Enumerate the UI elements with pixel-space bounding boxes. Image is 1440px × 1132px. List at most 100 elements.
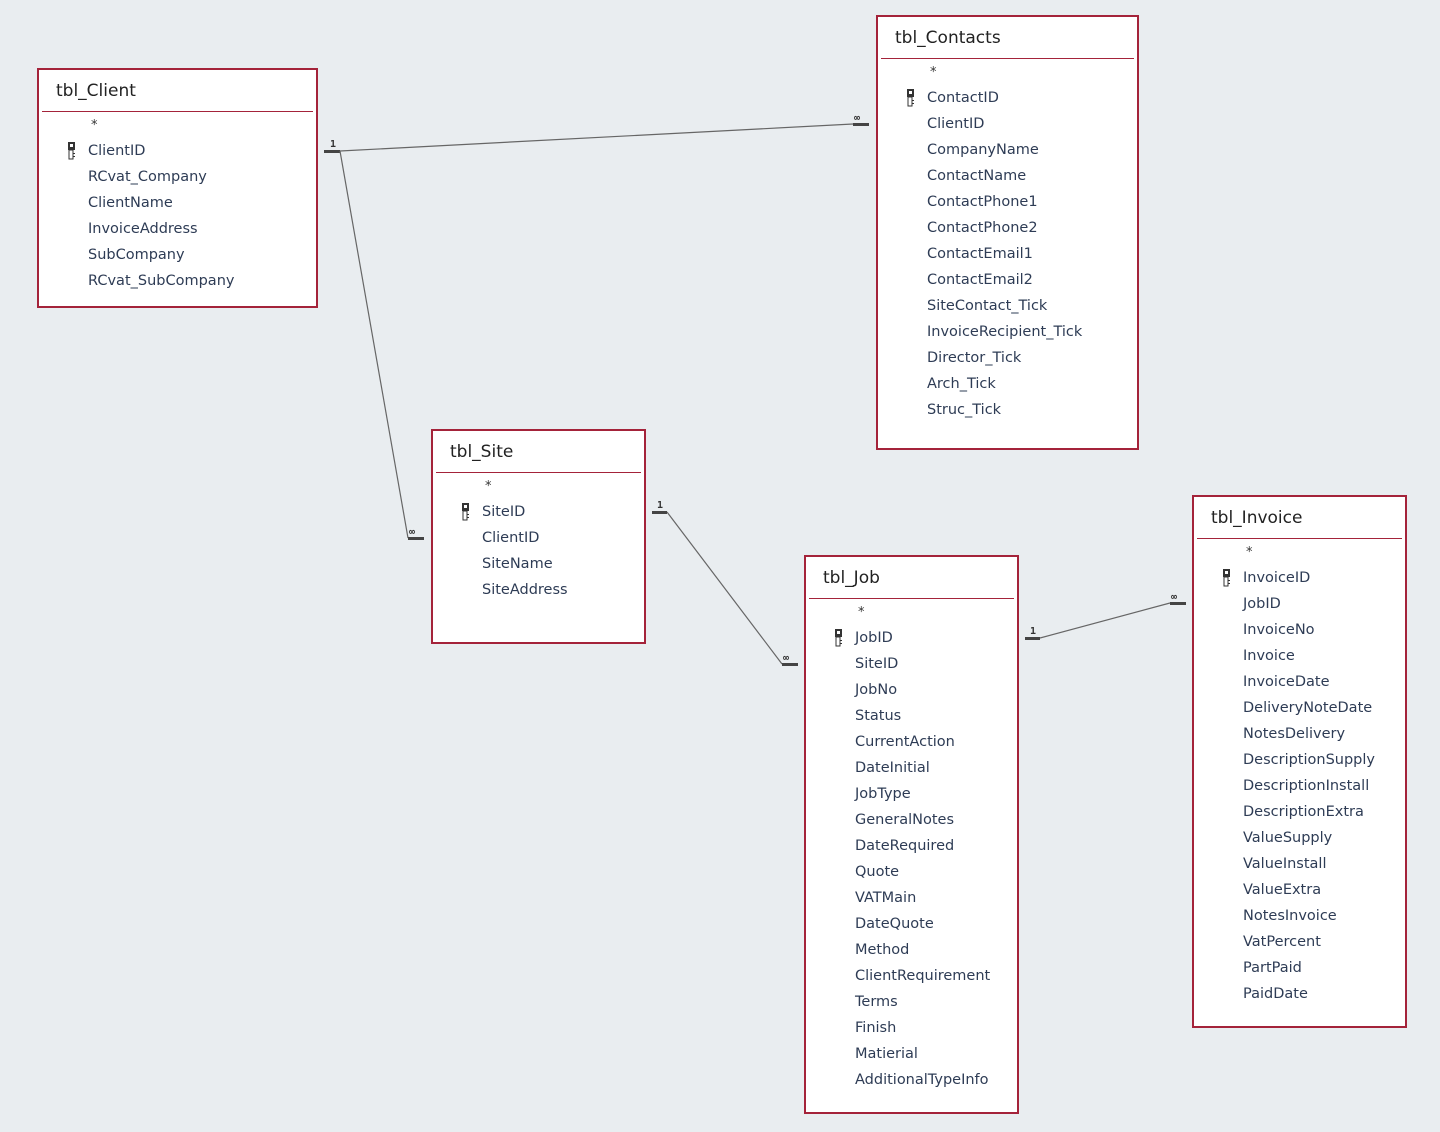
many-end-marker (782, 663, 798, 666)
field-item[interactable]: JobNo (855, 682, 898, 698)
field-item[interactable]: DescriptionSupply (1243, 752, 1375, 768)
field-item[interactable]: InvoiceID (1243, 570, 1311, 586)
field-item[interactable]: ContactID (927, 90, 999, 106)
field-item[interactable]: VATMain (855, 890, 917, 906)
field-item[interactable]: CompanyName (927, 142, 1039, 158)
one-label: 1 (657, 500, 663, 511)
many-label: ∞ (409, 527, 415, 538)
field-item[interactable]: Quote (855, 864, 900, 880)
one-label: 1 (330, 139, 336, 150)
field-item[interactable]: DateRequired (855, 838, 955, 854)
field-item[interactable]: CurrentAction (855, 734, 955, 750)
field-item[interactable]: RCvat_Company (88, 169, 207, 185)
field-item[interactable]: PartPaid (1243, 960, 1302, 976)
field-item[interactable]: RCvat_SubCompany (88, 273, 235, 289)
new-row-field[interactable]: * (858, 605, 865, 620)
field-item[interactable]: ContactEmail1 (927, 246, 1033, 262)
field-item[interactable]: Finish (855, 1020, 897, 1036)
field-item[interactable]: SiteID (482, 504, 526, 520)
many-label: ∞ (854, 113, 860, 124)
field-item[interactable]: Matierial (855, 1046, 918, 1062)
field-item[interactable]: DateInitial (855, 760, 930, 776)
field-item[interactable]: DescriptionInstall (1243, 778, 1370, 794)
field-item[interactable]: PaidDate (1243, 986, 1308, 1002)
many-end-marker (1170, 602, 1186, 605)
field-item[interactable]: NotesDelivery (1243, 726, 1346, 742)
table-title[interactable]: tbl_Job (823, 568, 880, 588)
field-item[interactable]: InvoiceDate (1243, 674, 1330, 690)
field-item[interactable]: ClientRequirement (855, 968, 991, 984)
field-item[interactable]: ClientName (88, 195, 173, 211)
field-item[interactable]: JobID (855, 630, 893, 646)
field-item[interactable]: Invoice (1243, 648, 1295, 664)
field-item[interactable]: AdditionalTypeInfo (855, 1072, 989, 1088)
field-item[interactable]: ValueSupply (1243, 830, 1333, 846)
field-item[interactable]: DescriptionExtra (1243, 804, 1364, 820)
field-item[interactable]: InvoiceNo (1243, 622, 1315, 638)
field-item[interactable]: ContactEmail2 (927, 272, 1033, 288)
many-label: ∞ (783, 653, 789, 664)
one-end-marker (1025, 637, 1040, 640)
primary-key-icon (835, 629, 844, 647)
field-item[interactable]: ContactPhone1 (927, 194, 1038, 210)
field-item[interactable]: DateQuote (855, 916, 934, 932)
field-item[interactable]: Director_Tick (927, 350, 1022, 366)
many-end-marker (853, 123, 869, 126)
field-item[interactable]: Terms (855, 994, 898, 1010)
title-divider (42, 111, 313, 112)
field-item[interactable]: ClientID (482, 530, 540, 546)
table-title[interactable]: tbl_Invoice (1211, 508, 1303, 528)
table-tbl-contacts[interactable]: tbl_Contacts * ContactID ClientID CompanyNam… (876, 15, 1139, 450)
field-item[interactable]: SiteContact_Tick (927, 298, 1048, 314)
field-item[interactable]: SubCompany (88, 247, 185, 263)
many-label: ∞ (1171, 592, 1177, 603)
field-item[interactable]: VatPercent (1243, 934, 1321, 950)
relationship-client-site[interactable]: ∞ (339, 150, 424, 540)
one-end-marker (324, 150, 340, 153)
new-row-field[interactable]: * (91, 118, 98, 133)
title-divider (881, 58, 1134, 59)
field-item[interactable]: ClientID (88, 143, 146, 159)
field-item[interactable]: GeneralNotes (855, 812, 955, 828)
field-item[interactable]: DeliveryNoteDate (1243, 700, 1373, 716)
relationship-site-job[interactable]: 1 ∞ (652, 500, 798, 666)
field-item[interactable]: Arch_Tick (927, 376, 996, 392)
field-item[interactable]: Struc_Tick (927, 402, 1002, 418)
title-divider (436, 472, 641, 473)
field-item[interactable]: ValueExtra (1243, 882, 1322, 898)
one-label: 1 (1030, 626, 1036, 637)
field-item[interactable]: JobID (1243, 596, 1281, 612)
field-item[interactable]: Method (855, 942, 910, 958)
table-title[interactable]: tbl_Client (56, 81, 136, 101)
field-item[interactable]: NotesInvoice (1243, 908, 1337, 924)
field-item[interactable]: SiteID (855, 656, 899, 672)
many-end-marker (408, 537, 424, 540)
field-item[interactable]: ContactPhone2 (927, 220, 1038, 236)
new-row-field[interactable]: * (1246, 545, 1253, 560)
field-item[interactable]: InvoiceAddress (88, 221, 198, 237)
primary-key-icon (907, 89, 916, 107)
table-title[interactable]: tbl_Site (450, 442, 514, 462)
field-item[interactable]: ContactName (927, 168, 1027, 184)
title-divider (809, 598, 1014, 599)
primary-key-icon (462, 503, 471, 521)
field-item[interactable]: ClientID (927, 116, 985, 132)
field-item[interactable]: InvoiceRecipient_Tick (927, 324, 1083, 340)
table-title[interactable]: tbl_Contacts (895, 28, 1001, 48)
relationship-client-contacts[interactable]: 1 ∞ (324, 113, 869, 153)
field-item[interactable]: JobType (855, 786, 911, 802)
field-item[interactable]: Status (855, 708, 902, 724)
relationship-job-invoice[interactable]: 1 ∞ (1025, 592, 1186, 640)
new-row-field[interactable]: * (485, 479, 492, 494)
field-item[interactable]: SiteAddress (482, 582, 568, 598)
field-item[interactable]: SiteName (482, 556, 553, 572)
new-row-field[interactable]: * (930, 65, 937, 80)
one-end-marker (652, 511, 667, 514)
title-divider (1197, 538, 1402, 539)
field-item[interactable]: ValueInstall (1243, 856, 1327, 872)
